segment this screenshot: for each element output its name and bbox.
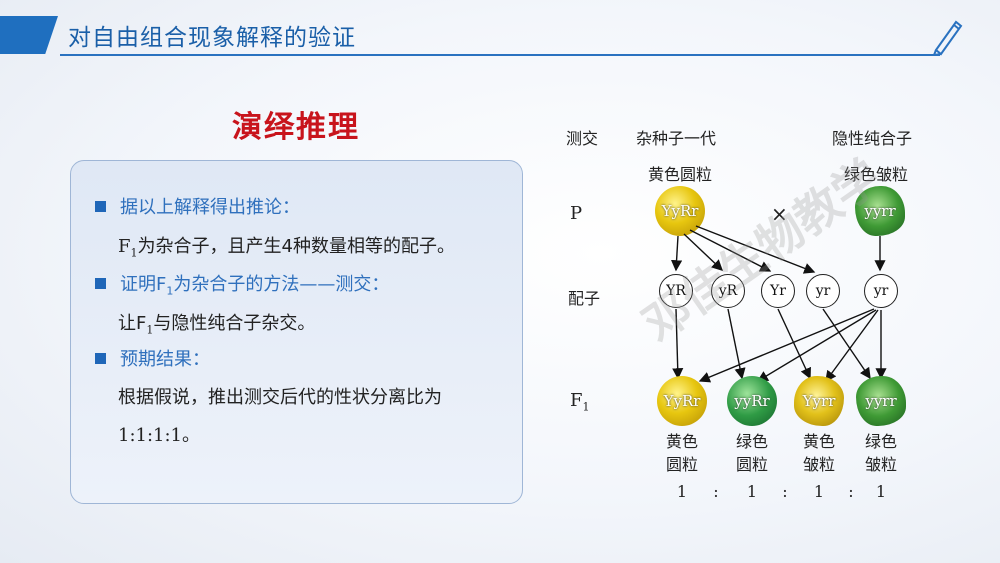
header-divider [60,54,940,56]
expected-line: 根据假说，推出测交后代的性状分离比为 [118,387,442,408]
ratio-separator-1: : [713,482,719,501]
inference-text: 为杂合子，且产生4种数量相等的配子。 [137,236,455,257]
offspring-3-phenotype-line2: 皱粒 [802,455,836,474]
method-subscript: 1 [166,284,174,298]
offspring-green-round: yyRr [727,376,777,426]
offspring-1-phenotype-line1: 黄色 [665,432,699,451]
offspring-2-phenotype-line2: 圆粒 [735,455,769,474]
square-bullet-icon [95,278,106,290]
ratio-separator-2: : [782,482,788,501]
method-line-subscript: 1 [146,323,154,337]
gamete-row-label: 配子 [568,289,601,308]
ratio-value-3: 1 [813,482,825,501]
method-line-prefix: 让F [118,313,147,334]
bullet-method-text: 证明F1为杂合子的方法——测交： [120,270,389,298]
gamete-yR: yR [711,274,745,308]
gamete-YR: YR [659,274,693,308]
p-label: P [570,203,583,224]
f1-row-symbol: F [570,390,583,411]
square-bullet-icon [95,200,106,212]
expected-ratio-line: 1:1:1:1。 [118,425,201,446]
f1-subscript: 1 [130,246,138,260]
parent-hybrid-pea: YyRr [655,186,705,236]
offspring-3-phenotype-line1: 黄色 [802,432,836,451]
f1-row-label: F1 [570,390,590,414]
ratio-value-4: 1 [875,482,887,501]
offspring-yellow-wrinkled: Yyrr [794,376,844,426]
ratio-value-1: 1 [676,482,688,501]
bullet-inference-text: 据以上解释得出推论： [120,197,300,218]
offspring-green-wrinkled: yyrr [856,376,906,426]
offspring-4-phenotype-line1: 绿色 [864,432,898,451]
parent-recessive-pea: yyrr [855,186,905,236]
offspring-yellow-round: YyRr [657,376,707,426]
method-prefix: 证明F [120,274,167,295]
section-title: 演绎推理 [232,110,360,145]
offspring-1-phenotype-line2: 圆粒 [665,455,699,474]
square-bullet-icon [95,352,106,364]
hybrid-phenotype: 黄色圆粒 [648,165,713,184]
gamete-recessive-yr: yr [864,274,898,308]
info-panel [70,160,523,504]
pen-icon [932,20,963,56]
gamete-Yr: Yr [761,274,795,308]
page-title: 对自由组合现象解释的验证 [68,25,356,51]
recessive-phenotype: 绿色皱粒 [844,165,909,184]
method-line: 让F1与隐性纯合子杂交。 [118,309,315,337]
bullet-inference: 据以上解释得出推论： [95,193,300,219]
offspring-2-phenotype-line1: 绿色 [735,432,769,451]
header: 对自由组合现象解释的验证 [0,0,1000,60]
bullet-method: 证明F1为杂合子的方法——测交： [95,270,389,298]
offspring-4-phenotype-line2: 皱粒 [864,455,898,474]
method-line-rest: 与隐性纯合子杂交。 [153,313,316,334]
testcross-label: 测交 [566,129,599,148]
ratio-separator-3: : [848,482,854,501]
f1-row-subscript: 1 [582,400,590,414]
hybrid-label: 杂种子一代 [636,129,717,148]
ratio-value-2: 1 [746,482,758,501]
method-rest: 为杂合子的方法——测交： [173,274,390,295]
f1-symbol: F [118,236,131,257]
cross-symbol: × [771,202,788,226]
inference-line: F1为杂合子，且产生4种数量相等的配子。 [118,232,455,260]
bullet-expected: 预期结果： [95,345,210,371]
recessive-label: 隐性纯合子 [832,129,913,148]
bullet-expected-text: 预期结果： [120,349,210,370]
gamete-yr: yr [806,274,840,308]
